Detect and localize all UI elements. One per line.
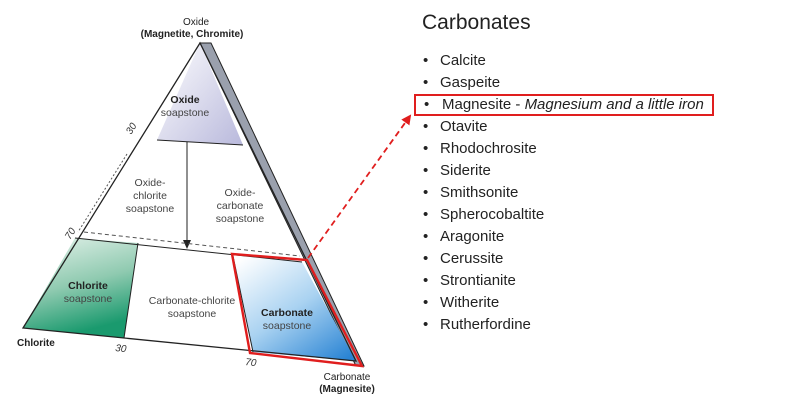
oxide-carbonate-label-1: Oxide-	[225, 187, 256, 199]
mineral-name: Calcite	[440, 52, 486, 69]
oxide-chlorite-label-3: soapstone	[126, 203, 175, 215]
tick-bottom-70: 70	[245, 357, 258, 369]
carbonate-region-label: Carbonate	[261, 307, 313, 319]
bullet-icon: •	[423, 162, 429, 179]
highlight-pointer-arrow	[307, 114, 412, 259]
list-item-highlighted: • Magnesite - Magnesium and a little iron	[414, 94, 714, 116]
center-arrow-head	[183, 240, 191, 249]
dashed-guide-line-bottom	[83, 231, 301, 257]
list-item: • Aragonite	[422, 226, 792, 248]
list-item: • Spherocobaltite	[422, 204, 792, 226]
carbonate-region	[233, 256, 356, 361]
oxide-region-sublabel: soapstone	[161, 107, 210, 119]
carbonate-region-sublabel: soapstone	[263, 320, 312, 332]
vertex-top-label: Oxide	[183, 17, 210, 28]
bullet-icon: •	[423, 272, 429, 289]
triangle-outline	[21, 41, 358, 362]
bullet-icon: •	[423, 206, 429, 223]
oxide-region-label: Oxide	[170, 94, 199, 106]
bullet-icon: •	[423, 294, 429, 311]
bullet-icon: •	[423, 52, 429, 69]
list-item: • Rhodochrosite	[422, 138, 792, 160]
list-item: • Cerussite	[422, 248, 792, 270]
list-item: • Rutherfordine	[422, 314, 792, 336]
boundary-70-line	[74, 237, 303, 263]
bullet-icon: •	[423, 250, 429, 267]
bullet-icon: •	[423, 228, 429, 245]
carbonates-panel: Carbonates • Calcite • Gaspeite • Magnesite -…	[414, 10, 792, 336]
mineral-name: Spherocobaltite	[440, 206, 545, 223]
mineral-name: Rutherfordine	[440, 316, 531, 333]
list-title: Carbonates	[422, 11, 531, 34]
carbonate-mineral-list: • Calcite • Gaspeite • Magnesite - Magnesium …	[414, 50, 792, 336]
chlorite-region	[23, 238, 138, 338]
mineral-name: Smithsonite	[440, 184, 519, 201]
mineral-name: Siderite	[440, 162, 491, 179]
triangle-side-face	[199, 42, 365, 367]
vertex-right-sublabel: (Magnesite)	[319, 384, 375, 395]
list-item: • Smithsonite	[422, 182, 792, 204]
carbonate-chlorite-label-2: soapstone	[168, 308, 217, 320]
mineral-name: Gaspeite	[440, 74, 501, 91]
oxide-region	[157, 43, 243, 145]
chlorite-region-label: Chlorite	[68, 280, 108, 292]
chlorite-region-sublabel: soapstone	[64, 293, 113, 305]
mineral-separator: -	[511, 96, 525, 113]
mineral-name: Otavite	[440, 118, 488, 135]
mineral-name: Magnesite	[442, 96, 512, 113]
oxide-carbonate-label-3: soapstone	[216, 213, 265, 225]
vertex-left-label: Chlorite	[17, 338, 55, 349]
mineral-name: Aragonite	[440, 228, 505, 245]
bullet-icon: •	[423, 140, 429, 157]
tick-left-30: 30	[124, 121, 139, 137]
oxide-chlorite-label-1: Oxide-	[135, 177, 166, 189]
mineral-name: Rhodochrosite	[440, 140, 537, 157]
list-item: • Witherite	[422, 292, 792, 314]
vertex-right-label: Carbonate	[324, 372, 371, 383]
carbonate-highlight-outline	[230, 252, 365, 368]
list-item: • Strontianite	[422, 270, 792, 292]
tick-bottom-30: 30	[115, 343, 128, 355]
carbonate-chlorite-label-1: Carbonate-chlorite	[149, 295, 236, 307]
vertex-top-sublabel: (Magnetite, Chromite)	[141, 29, 244, 40]
list-item: • Calcite	[422, 50, 792, 72]
chlorite-boundary	[123, 242, 139, 339]
list-item: • Siderite	[422, 160, 792, 182]
list-item: • Gaspeite	[422, 72, 792, 94]
oxide-boundary	[156, 139, 244, 146]
mineral-name: Cerussite	[440, 250, 504, 267]
oxide-chlorite-label-2: chlorite	[133, 190, 167, 202]
mineral-name: Witherite	[440, 294, 500, 311]
oxide-carbonate-label-2: carbonate	[217, 200, 264, 212]
bullet-icon: •	[424, 96, 430, 113]
bullet-icon: •	[423, 184, 429, 201]
mineral-name: Strontianite	[440, 272, 516, 289]
list-item: • Otavite	[422, 116, 792, 138]
mineral-description: Magnesium and a little iron	[524, 96, 704, 113]
bullet-icon: •	[423, 74, 429, 91]
dotted-guide-line-left	[77, 153, 128, 233]
bullet-icon: •	[423, 118, 429, 135]
bullet-icon: •	[423, 316, 429, 333]
